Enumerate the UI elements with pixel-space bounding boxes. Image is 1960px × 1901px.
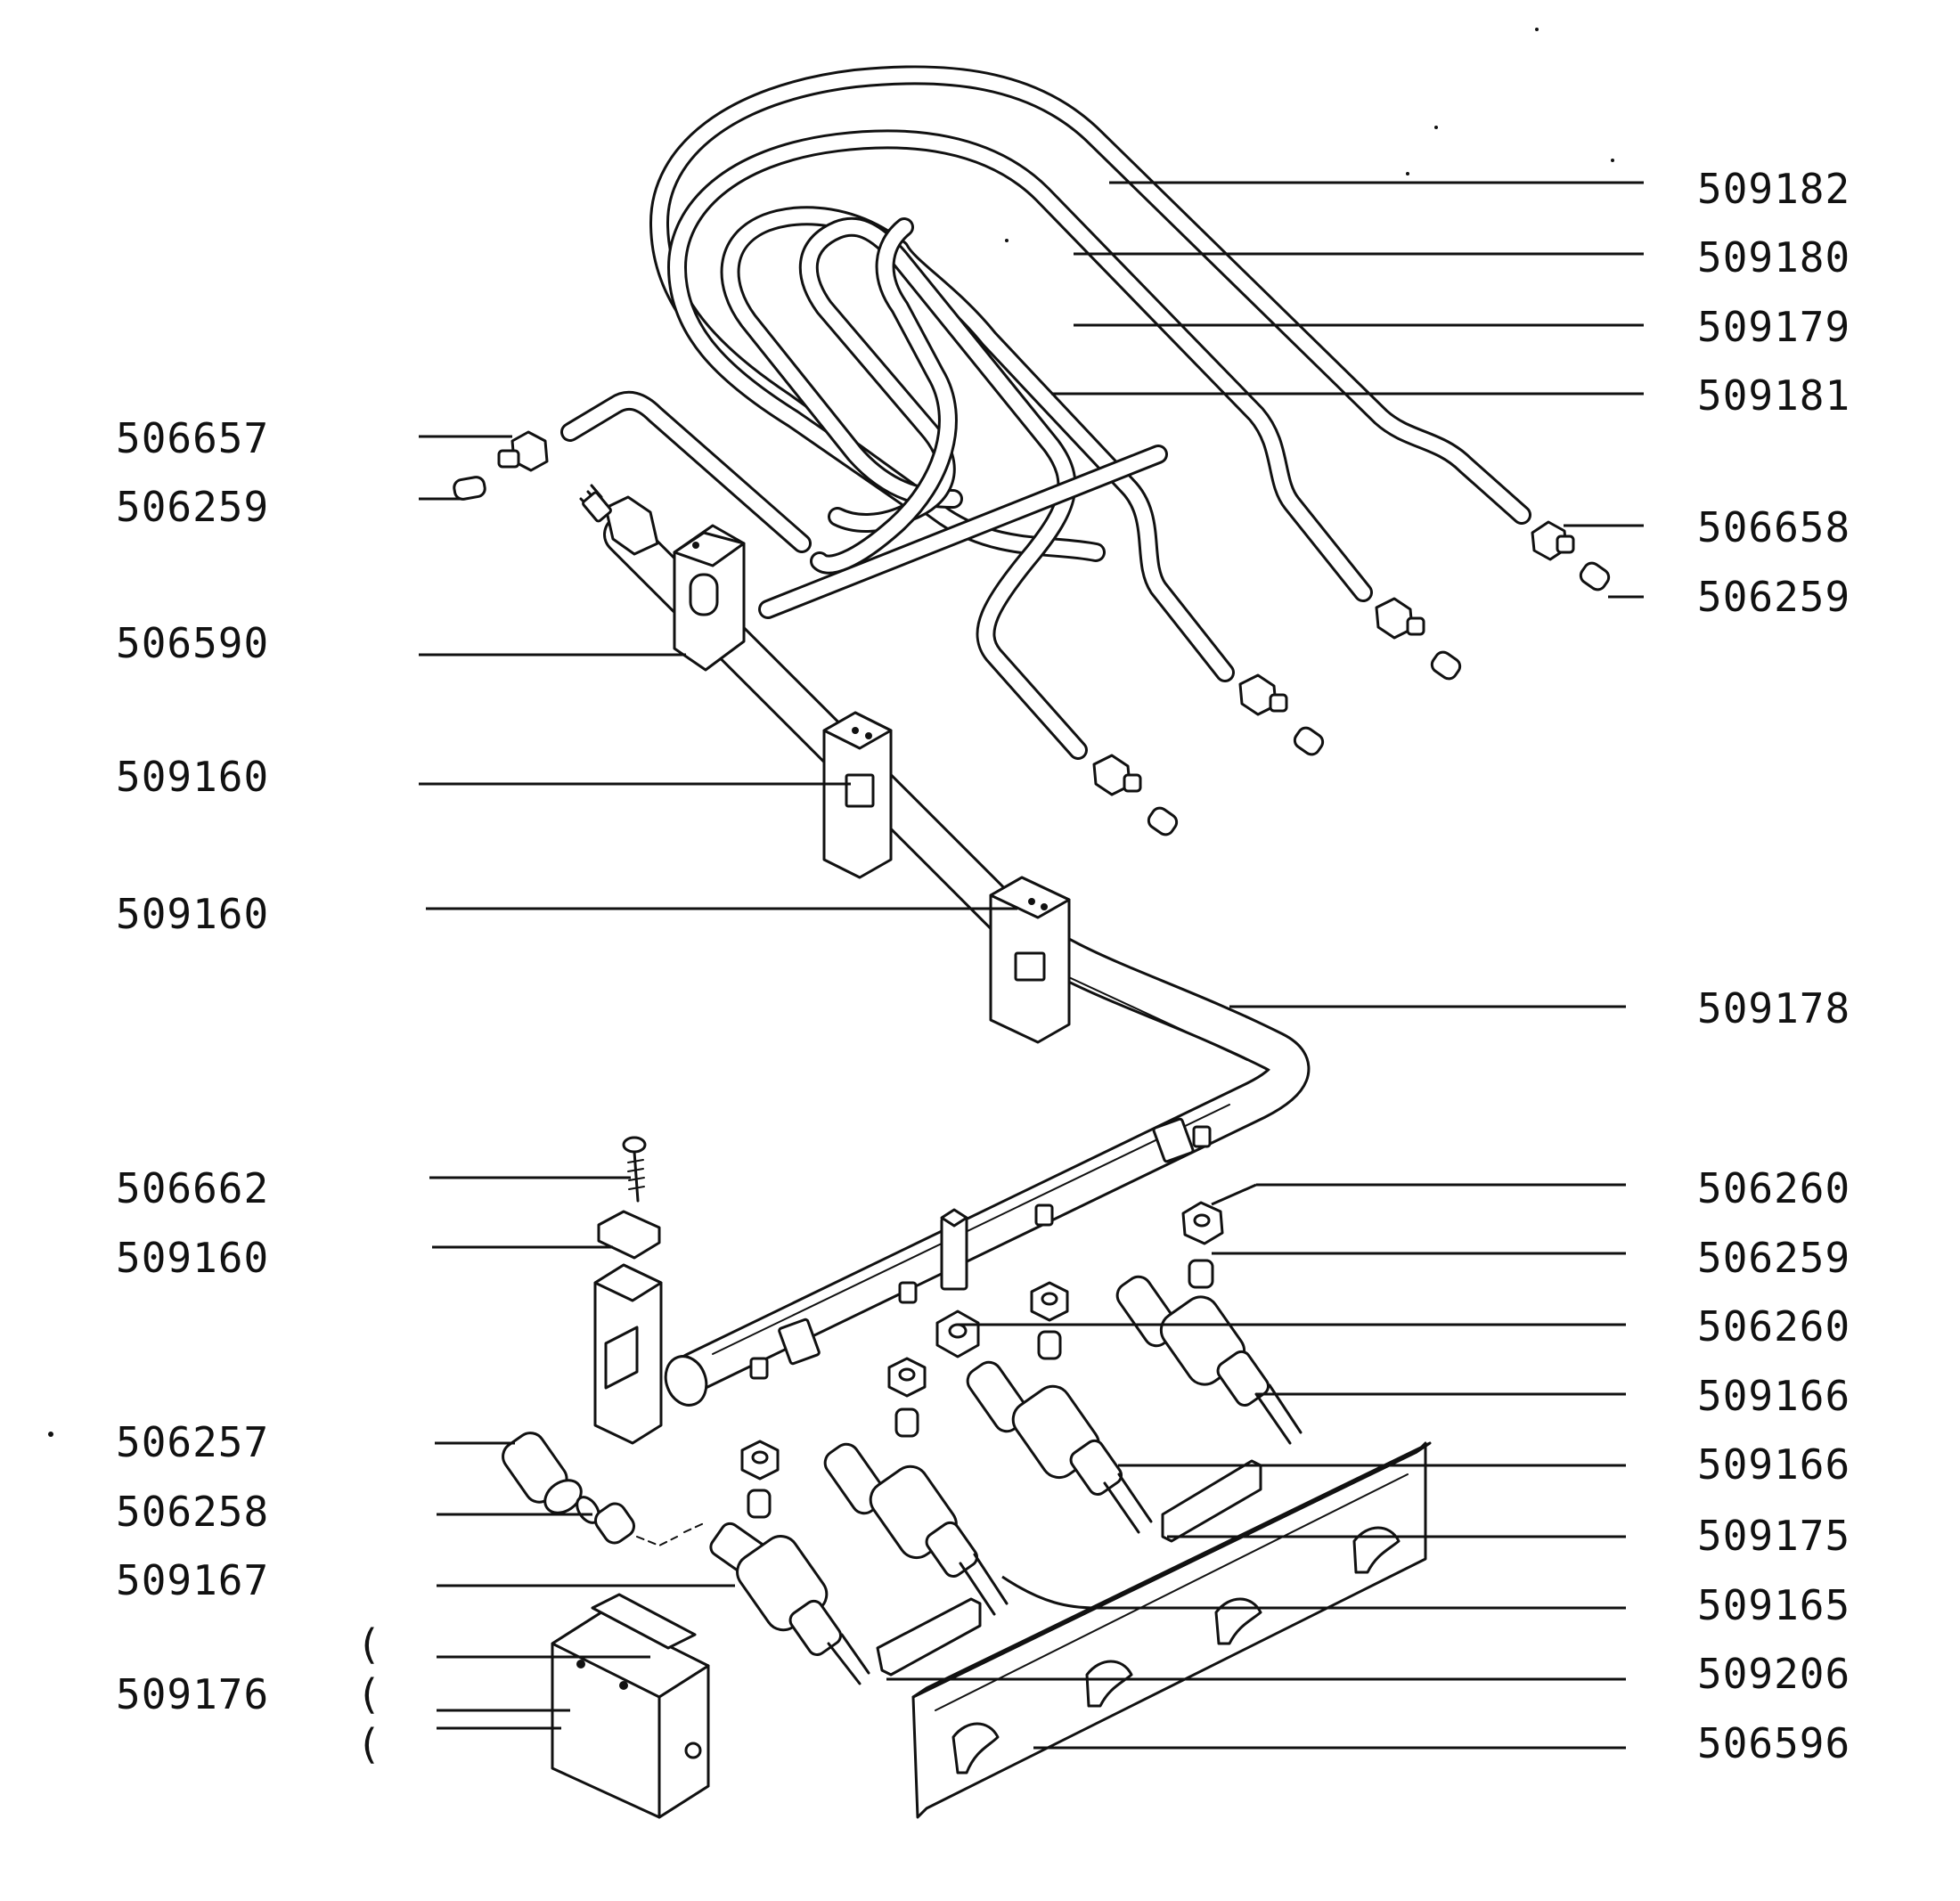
label-509179: 509179 (1697, 303, 1850, 351)
label-506662: 506662 (116, 1164, 269, 1212)
gas-tap-509166-a (1115, 1275, 1303, 1445)
bracket-506590 (673, 524, 746, 672)
leader-lines-left (419, 435, 1017, 1730)
gas-tap-509166-b (966, 1360, 1153, 1534)
nut-burner-3 (887, 1357, 927, 1438)
label-509178: 509178 (1697, 984, 1850, 1032)
label-509180: 509180 (1697, 233, 1850, 281)
scan-specks (48, 28, 1614, 1437)
front-panel-506596 (911, 1441, 1432, 1819)
labels-right: 509182 509180 509179 509181 506658 50625… (1697, 165, 1850, 1767)
label-509176: 509176 (116, 1670, 269, 1718)
bracket-mark-2: ( (356, 1670, 381, 1718)
label-509175: 509175 (1697, 1512, 1850, 1560)
label-509182: 509182 (1697, 165, 1850, 213)
label-506257: 506257 (116, 1418, 269, 1466)
plate-509206 (876, 1597, 982, 1677)
label-509166-a: 509166 (1697, 1372, 1850, 1420)
bracket-509160-a (822, 711, 893, 879)
label-509167: 509167 (116, 1556, 269, 1604)
label-506590: 506590 (116, 619, 269, 667)
nut-506260-top (1181, 1201, 1224, 1245)
gas-tube-509180 (667, 129, 1373, 602)
gas-tap-509167 (709, 1522, 870, 1685)
label-506658: 506658 (1697, 503, 1850, 551)
nut-burner-2 (1030, 1281, 1069, 1360)
gas-tube-inner (758, 217, 1168, 619)
gas-tube-left (560, 390, 812, 553)
label-506258: 506258 (116, 1488, 269, 1536)
label-509160-a: 509160 (116, 753, 269, 801)
label-506259-right: 506259 (1697, 573, 1850, 621)
label-509206: 509206 (1697, 1650, 1850, 1698)
label-509165: 509165 (1697, 1581, 1850, 1629)
label-509160-c: 509160 (116, 1234, 269, 1282)
gas-tube-509181 (798, 216, 1088, 760)
label-506259-left: 506259 (116, 483, 269, 531)
plate-509175 (1161, 1459, 1262, 1543)
label-509166-b: 509166 (1697, 1440, 1850, 1489)
bracket-509160-c (593, 1234, 663, 1445)
jet-506259-right (1188, 1259, 1214, 1289)
fitting-506657 (453, 430, 549, 501)
label-506596: 506596 (1697, 1719, 1850, 1767)
nut-burner-4 (740, 1440, 780, 1519)
bracket-509160-b (989, 876, 1071, 1044)
bracket-mark-3: ( (356, 1720, 381, 1768)
label-509181: 509181 (1697, 371, 1850, 420)
label-506657: 506657 (116, 414, 269, 462)
leader-lines-right (886, 181, 1644, 1750)
gas-tube-509182 (649, 65, 1531, 562)
label-506259-rail: 506259 (1697, 1234, 1850, 1282)
switch-housing-509176 (551, 1593, 710, 1819)
label-509160-b: 509160 (116, 890, 269, 938)
part-506258 (576, 1496, 705, 1547)
nut-506260-mid (935, 1309, 980, 1358)
label-506260-b: 506260 (1697, 1302, 1850, 1350)
fitting-tube-509179 (1238, 673, 1325, 756)
labels-left: 506657 506259 506590 509160 509160 50666… (116, 414, 381, 1768)
gas-tap-509165 (823, 1442, 1009, 1616)
label-506260-a: 506260 (1697, 1164, 1850, 1212)
fitting-tube-509180 (1375, 597, 1462, 681)
bracket-mark-1: ( (356, 1620, 381, 1668)
screw-506662 (597, 1136, 661, 1260)
gas-tube-509179 (720, 206, 1235, 682)
fitting-506658 (1531, 520, 1611, 592)
fitting-tube-509181 (1092, 754, 1179, 836)
part-506257 (502, 1432, 583, 1514)
